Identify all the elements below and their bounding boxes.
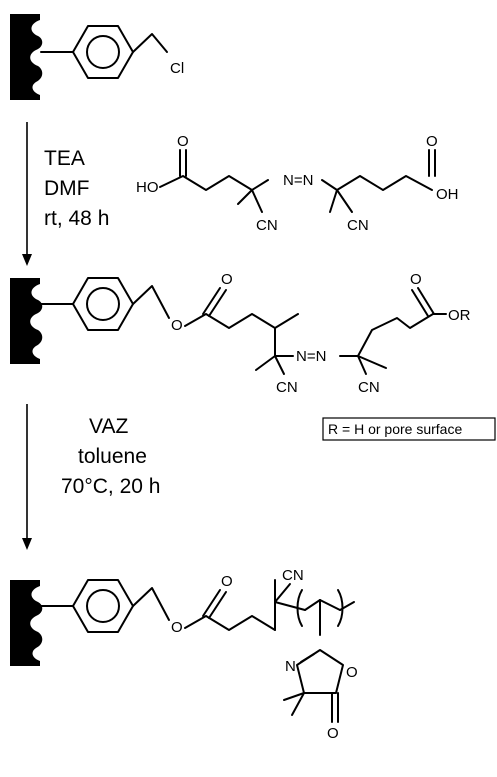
backbone-3-a [274,601,306,611]
methyl-2-left [255,355,276,371]
aromatic-circle-2 [86,287,120,321]
nitrile-2-left-bond [274,355,285,375]
structure-grafted-polymer: O O CN N O O [10,567,358,742]
carbonyl-2r-a [411,289,429,317]
nitrile-3-bond [274,583,291,603]
legend-box [322,417,496,441]
azo-label: N=N [283,172,313,189]
ester-r-label: OR [448,307,471,324]
methyl-2-right [357,355,387,369]
chlorine-label: Cl [170,60,184,77]
reaction-arrow-2 [22,404,32,550]
nitrile-2-left-label: CN [276,379,298,396]
structure-chloromethyl-resin: Cl [10,14,184,100]
backbone-3-c [319,599,341,611]
benzyl-ester-link-2 [132,285,170,319]
step2-reagent: VAZ [89,415,128,438]
methyl-right [329,189,338,213]
azo-2-label: N=N [296,348,326,365]
step1-conditions: rt, 48 h [44,207,109,230]
polymer-surface-1 [10,14,43,100]
benzene-ring [72,25,134,79]
reaction-arrow-1 [22,122,32,266]
nitrile-3-label: CN [282,567,304,584]
hydroxyl-right-label: OH [436,186,459,203]
polymer-surface-2 [10,278,43,364]
carbonyl-2-oxygen: O [221,271,233,288]
ester-oxygen-3: O [171,619,183,636]
carbonyl-right-oxygen: O [426,133,438,150]
step2-solvent: toluene [78,445,147,468]
carbonyl-3-a [202,589,221,617]
carbonyl-2r-b [417,287,435,315]
step1-solvent: DMF [44,177,90,200]
polymer-surface-3 [10,580,43,666]
benzene-ring-3 [72,579,134,633]
ester-chain-3 [184,615,276,631]
nitrile-2-right-bond [357,355,367,375]
carbonyl-left-oxygen: O [177,133,189,150]
methyl-left [237,189,253,205]
step1-reagent: TEA [44,147,85,170]
acid-chain-right [321,175,433,191]
legend-text: R = H or pore surface [328,421,462,437]
aromatic-circle-3 [86,589,120,623]
azlactone-c-n-double [300,653,315,663]
chloromethyl-bond [132,33,168,53]
acid-chain-left [159,175,269,191]
backbone-3-b [304,599,321,611]
structure-initiator-resin: O O CN N=N CN O OR [10,271,471,396]
ring-carbonyl-oxygen: O [327,725,339,742]
carbonyl-2-a [202,287,221,315]
gem-dimethyl-b [291,692,305,716]
ester-chain-2 [184,313,299,329]
arrow-2-head [22,538,32,550]
carbonyl-2r-oxygen: O [410,271,422,288]
ester-oxygen-2: O [171,317,183,334]
azlactone-n-label: N [285,658,296,675]
r-group-legend: R = H or pore surface [322,417,496,441]
carbonyl-3-b [208,591,227,619]
end-methyl-bond [339,601,355,611]
nitrile-2-right-label: CN [358,379,380,396]
bracket-left [296,589,303,627]
benzyl-ester-link-3 [132,587,170,621]
nitrile-right-label: CN [347,217,369,234]
azlactone-o-label: O [346,664,358,681]
acid-chain-2-right [357,313,434,357]
azlactone-ring [296,649,344,694]
carbonyl-3-oxygen: O [221,573,233,590]
aromatic-circle [86,35,120,69]
arrow-1-head [22,254,32,266]
gem-dimethyl-a [283,692,305,701]
carbonyl-2-b [208,289,227,317]
nitrile-right-bond [336,189,353,213]
azo-initiator-reagent: HO O CN N=N O OH CN [136,133,459,234]
hydroxyl-left-label: HO [136,179,159,196]
nitrile-left-bond [251,189,263,213]
step2-conditions: 70°C, 20 h [61,475,160,498]
benzene-ring-2 [72,277,134,331]
nitrile-left-label: CN [256,217,278,234]
